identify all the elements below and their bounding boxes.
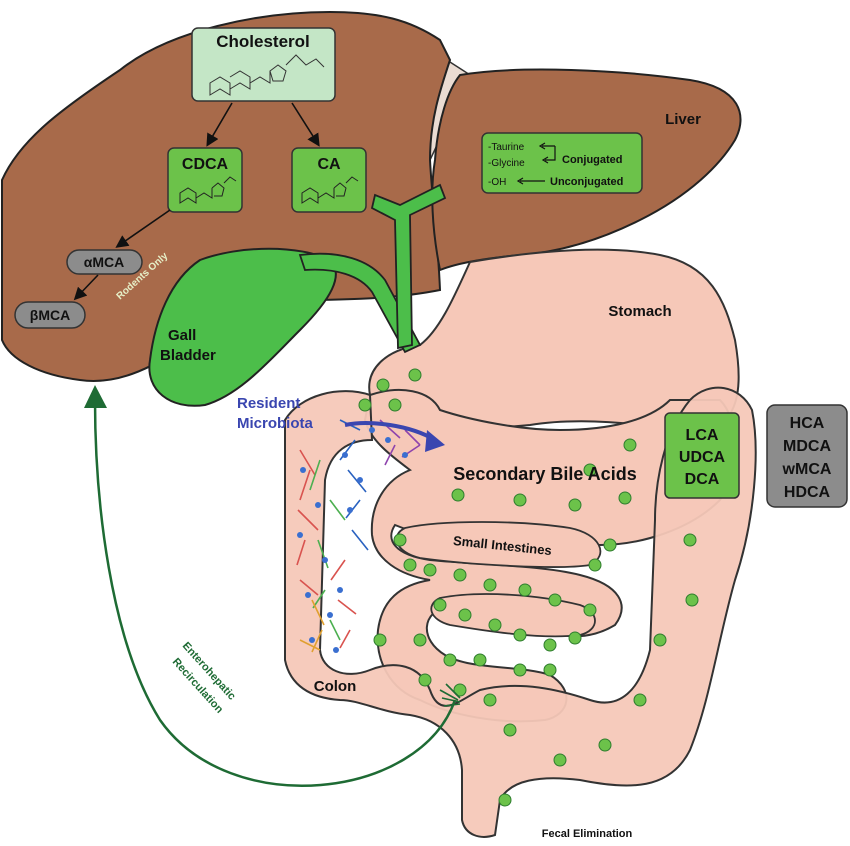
green-acid-udca: UDCA [679,449,726,466]
cholesterol-structure-icon [209,54,325,96]
bile-acid-dot [598,738,612,752]
bile-acid-dot [513,663,527,677]
bile-acid-dot [473,653,487,667]
cholesterol-box [191,27,336,102]
grey-acid-hca: HCA [790,415,825,432]
hepatic-duct [370,183,447,350]
bile-acid-dot [403,558,417,572]
bile-acid-dot [433,598,447,612]
bile-acid-dot [633,693,647,707]
liver-label: Liver [665,111,701,128]
bile-acid-dot [548,593,562,607]
resident-label-1: Resident [237,395,300,412]
bile-acid-dot [388,398,402,412]
cdca-label: CDCA [182,156,229,173]
bile-acid-dot [453,568,467,582]
bile-acid-dot [603,538,617,552]
recirculation-arrow [93,399,457,787]
bile-acid-dot [453,683,467,697]
resident-label-2: Microbiota [237,415,313,432]
stomach [368,248,740,432]
cdca-structure-icon [179,176,237,204]
bile-acid-dot [503,723,517,737]
bile-acid-dot [618,491,632,505]
bile-acid-dot [443,653,457,667]
bile-acid-dot [685,593,699,607]
bile-acid-dot [393,533,407,547]
stomach-label: Stomach [608,303,671,320]
bile-acid-dot [568,498,582,512]
bile-acid-dot [376,378,390,392]
green-acid-dca: DCA [685,471,720,488]
gall-bladder-label-1: Gall [168,327,196,344]
bile-acid-dot [553,753,567,767]
bile-acid-dot [588,558,602,572]
bile-acid-dot [518,583,532,597]
bile-acid-dot [583,603,597,617]
oh-label: -OH [488,177,506,188]
bile-acid-dot [483,693,497,707]
bile-acid-dot [373,633,387,647]
bile-acid-dot [413,633,427,647]
bile-acid-dot [498,793,512,807]
amca-box [66,249,143,275]
bile-acid-dot [458,608,472,622]
bmca-box [14,301,86,329]
grey-acids-box [766,404,848,508]
microbiota-dots [297,427,408,653]
bile-acid-dot [683,533,697,547]
taurine-label: -Taurine [488,142,525,153]
fecal-elimination-label: Fecal Elimination [542,828,633,840]
conjugated-label: Conjugated [562,154,623,166]
bile-acid-dot [483,578,497,592]
arrow-cdca-amca [115,209,171,248]
grey-acid-wmca: wMCA [782,461,832,478]
arrow-chol-cdca [206,102,233,147]
bile-acid-dot [513,493,527,507]
bile-acid-dot [568,631,582,645]
gall-bladder-label-2: Bladder [160,347,216,364]
bile-acid-dot [488,618,502,632]
bile-acid-dot [408,368,422,382]
bile-acid-dot [451,488,465,502]
arrow-chol-ca [291,102,320,147]
colon [284,386,757,838]
arrow-amca-bmca [73,274,99,301]
microbiota-cluster [296,419,421,653]
secondary-bile-acids-label: Secondary Bile Acids [453,464,636,484]
bile-acid-dot [583,463,597,477]
ca-structure-icon [301,176,359,204]
cholesterol-label: Cholesterol [216,32,310,51]
ca-box [291,147,367,213]
bile-acid-dot [513,628,527,642]
bmca-label: βMCA [30,307,70,323]
bile-acid-dot [418,673,432,687]
bile-acid-dot [543,638,557,652]
glycine-label: -Glycine [488,158,525,169]
grey-acid-mdca: MDCA [783,438,831,455]
conjugation-arrows [516,142,556,185]
bile-acid-dot [543,663,557,677]
microbiota-arrowhead [425,430,445,452]
grey-acid-hdca: HDCA [784,484,831,501]
colon-label: Colon [314,678,357,695]
absorption-icon [439,683,461,707]
bile-acid-dot [623,438,637,452]
green-acids-box [664,412,740,499]
amca-label: αMCA [84,254,125,270]
recirculation-arrowhead [84,385,107,408]
unconjugated-label: Unconjugated [550,176,623,188]
bile-acid-dots [358,368,699,807]
bile-acid-dot [423,563,437,577]
bile-acid-dot [653,633,667,647]
ca-label: CA [317,156,341,173]
cdca-box [167,147,243,213]
green-acid-lca: LCA [686,427,719,444]
bile-acid-dot [358,398,372,412]
